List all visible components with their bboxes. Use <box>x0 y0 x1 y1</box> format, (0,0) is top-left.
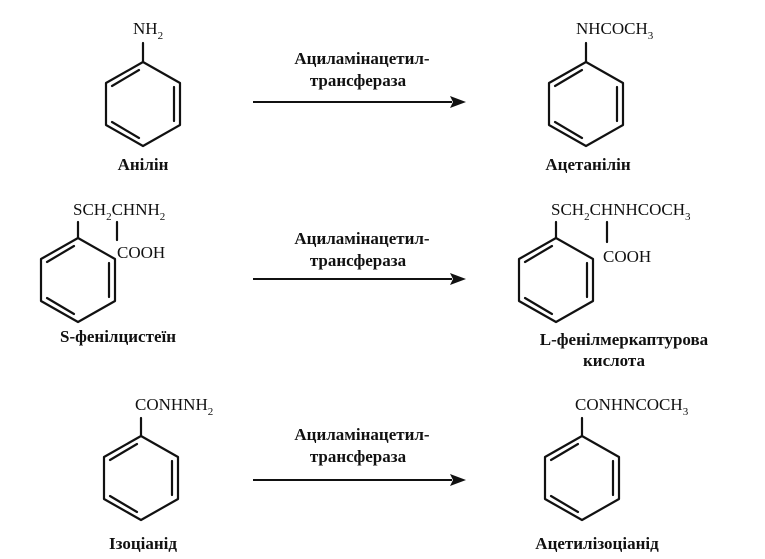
reaction-phenylcysteine: SCH2CHNH2 COOH S-фенілцистеїн Ациламінац… <box>39 200 709 370</box>
acetanilide-ring-outline <box>547 60 625 148</box>
phenylcysteine-ring-outline <box>39 236 117 324</box>
phenylmercapturic-acid-structure: SCH2CHNHCOCH3 COOH <box>517 200 691 324</box>
aniline-double-bond <box>110 120 141 140</box>
isoniazid-structure: CONHNH2 <box>102 395 213 522</box>
acetylisoniazid-structure: CONHNCOCH3 <box>543 395 689 522</box>
aniline-structure: NH2 <box>104 19 182 148</box>
acetanilide-double-bond <box>553 68 584 88</box>
reaction-aniline: NH2 Анілін Ациламінацетил- трансфераза N… <box>104 19 654 174</box>
isoniazid-benzene-ring <box>102 416 180 522</box>
phenylcysteine-double-bond <box>45 296 76 316</box>
phenylmercapturic-double-bond <box>523 296 554 316</box>
phenylcysteine-structure: SCH2CHNH2 COOH <box>39 200 165 324</box>
phenylmercapturic-ring-outline <box>517 236 595 324</box>
enzyme-label-line-2: трансфераза <box>310 71 407 90</box>
acetanilide-structure: NHCOCH3 <box>547 19 654 148</box>
aniline-name: Анілін <box>118 155 169 174</box>
phenylmercapturic-side-chain: SCH2CHNHCOCH3 <box>551 200 691 223</box>
phenylmercapturic-name-line-2: кислота <box>583 351 646 370</box>
phenylcysteine-side-chain: SCH2CHNH2 <box>73 200 165 223</box>
reaction-arrow-2: Ациламінацетил- трансфераза <box>253 229 466 285</box>
acetylisoniazid-double-bond <box>549 442 580 462</box>
arrow-head <box>450 273 466 285</box>
aniline-ring-outline <box>104 60 182 148</box>
phenylcysteine-double-bond <box>45 244 76 264</box>
enzyme-label-line-2: трансфераза <box>310 251 407 270</box>
acetanilide-name: Ацетанілін <box>545 155 630 174</box>
aniline-double-bond <box>110 68 141 88</box>
reaction-arrow-1: Ациламінацетил- трансфераза <box>253 49 466 108</box>
acetylisoniazid-name: Ацетилізоціанід <box>535 534 659 553</box>
acetylisoniazid-double-bond <box>549 494 580 514</box>
aniline-benzene-ring <box>104 41 182 148</box>
isoniazid-ring-outline <box>102 434 180 522</box>
phenylmercapturic-carboxyl: COOH <box>603 247 651 266</box>
enzyme-label-line-1: Ациламінацетил- <box>294 425 430 444</box>
acetanilide-double-bond <box>553 120 584 140</box>
isoniazid-hydrazide-group: CONHNH2 <box>135 395 213 418</box>
enzyme-label-line-2: трансфераза <box>310 447 407 466</box>
phenylcysteine-carboxyl: COOH <box>117 243 165 262</box>
isoniazid-name: Ізоціанід <box>109 534 177 553</box>
phenylcysteine-benzene-ring <box>39 220 117 324</box>
isoniazid-double-bond <box>108 494 139 514</box>
reaction-isoniazid: CONHNH2 Ізоціанід Ациламінацетил- трансф… <box>102 395 689 553</box>
acetylisoniazid-ring-outline <box>543 434 621 522</box>
phenylcysteine-name: S-фенілцистеїн <box>60 327 176 346</box>
arrow-head <box>450 96 466 108</box>
phenylmercapturic-name-line-1: L-фенілмеркаптурова <box>540 330 709 349</box>
acetanilide-benzene-ring <box>547 41 625 148</box>
isoniazid-double-bond <box>108 442 139 462</box>
phenylmercapturic-double-bond <box>523 244 554 264</box>
enzyme-label-line-1: Ациламінацетил- <box>294 229 430 248</box>
phenylmercapturic-benzene-ring <box>517 220 595 324</box>
enzyme-label-line-1: Ациламінацетил- <box>294 49 430 68</box>
acetanilide-acetamido-group: NHCOCH3 <box>576 19 654 42</box>
acetylisoniazid-benzene-ring <box>543 416 621 522</box>
aniline-amino-group: NH2 <box>133 19 163 42</box>
acetylisoniazid-acetylhydrazide-group: CONHNCOCH3 <box>575 395 689 418</box>
arrow-head <box>450 474 466 486</box>
reaction-arrow-3: Ациламінацетил- трансфераза <box>253 425 466 486</box>
